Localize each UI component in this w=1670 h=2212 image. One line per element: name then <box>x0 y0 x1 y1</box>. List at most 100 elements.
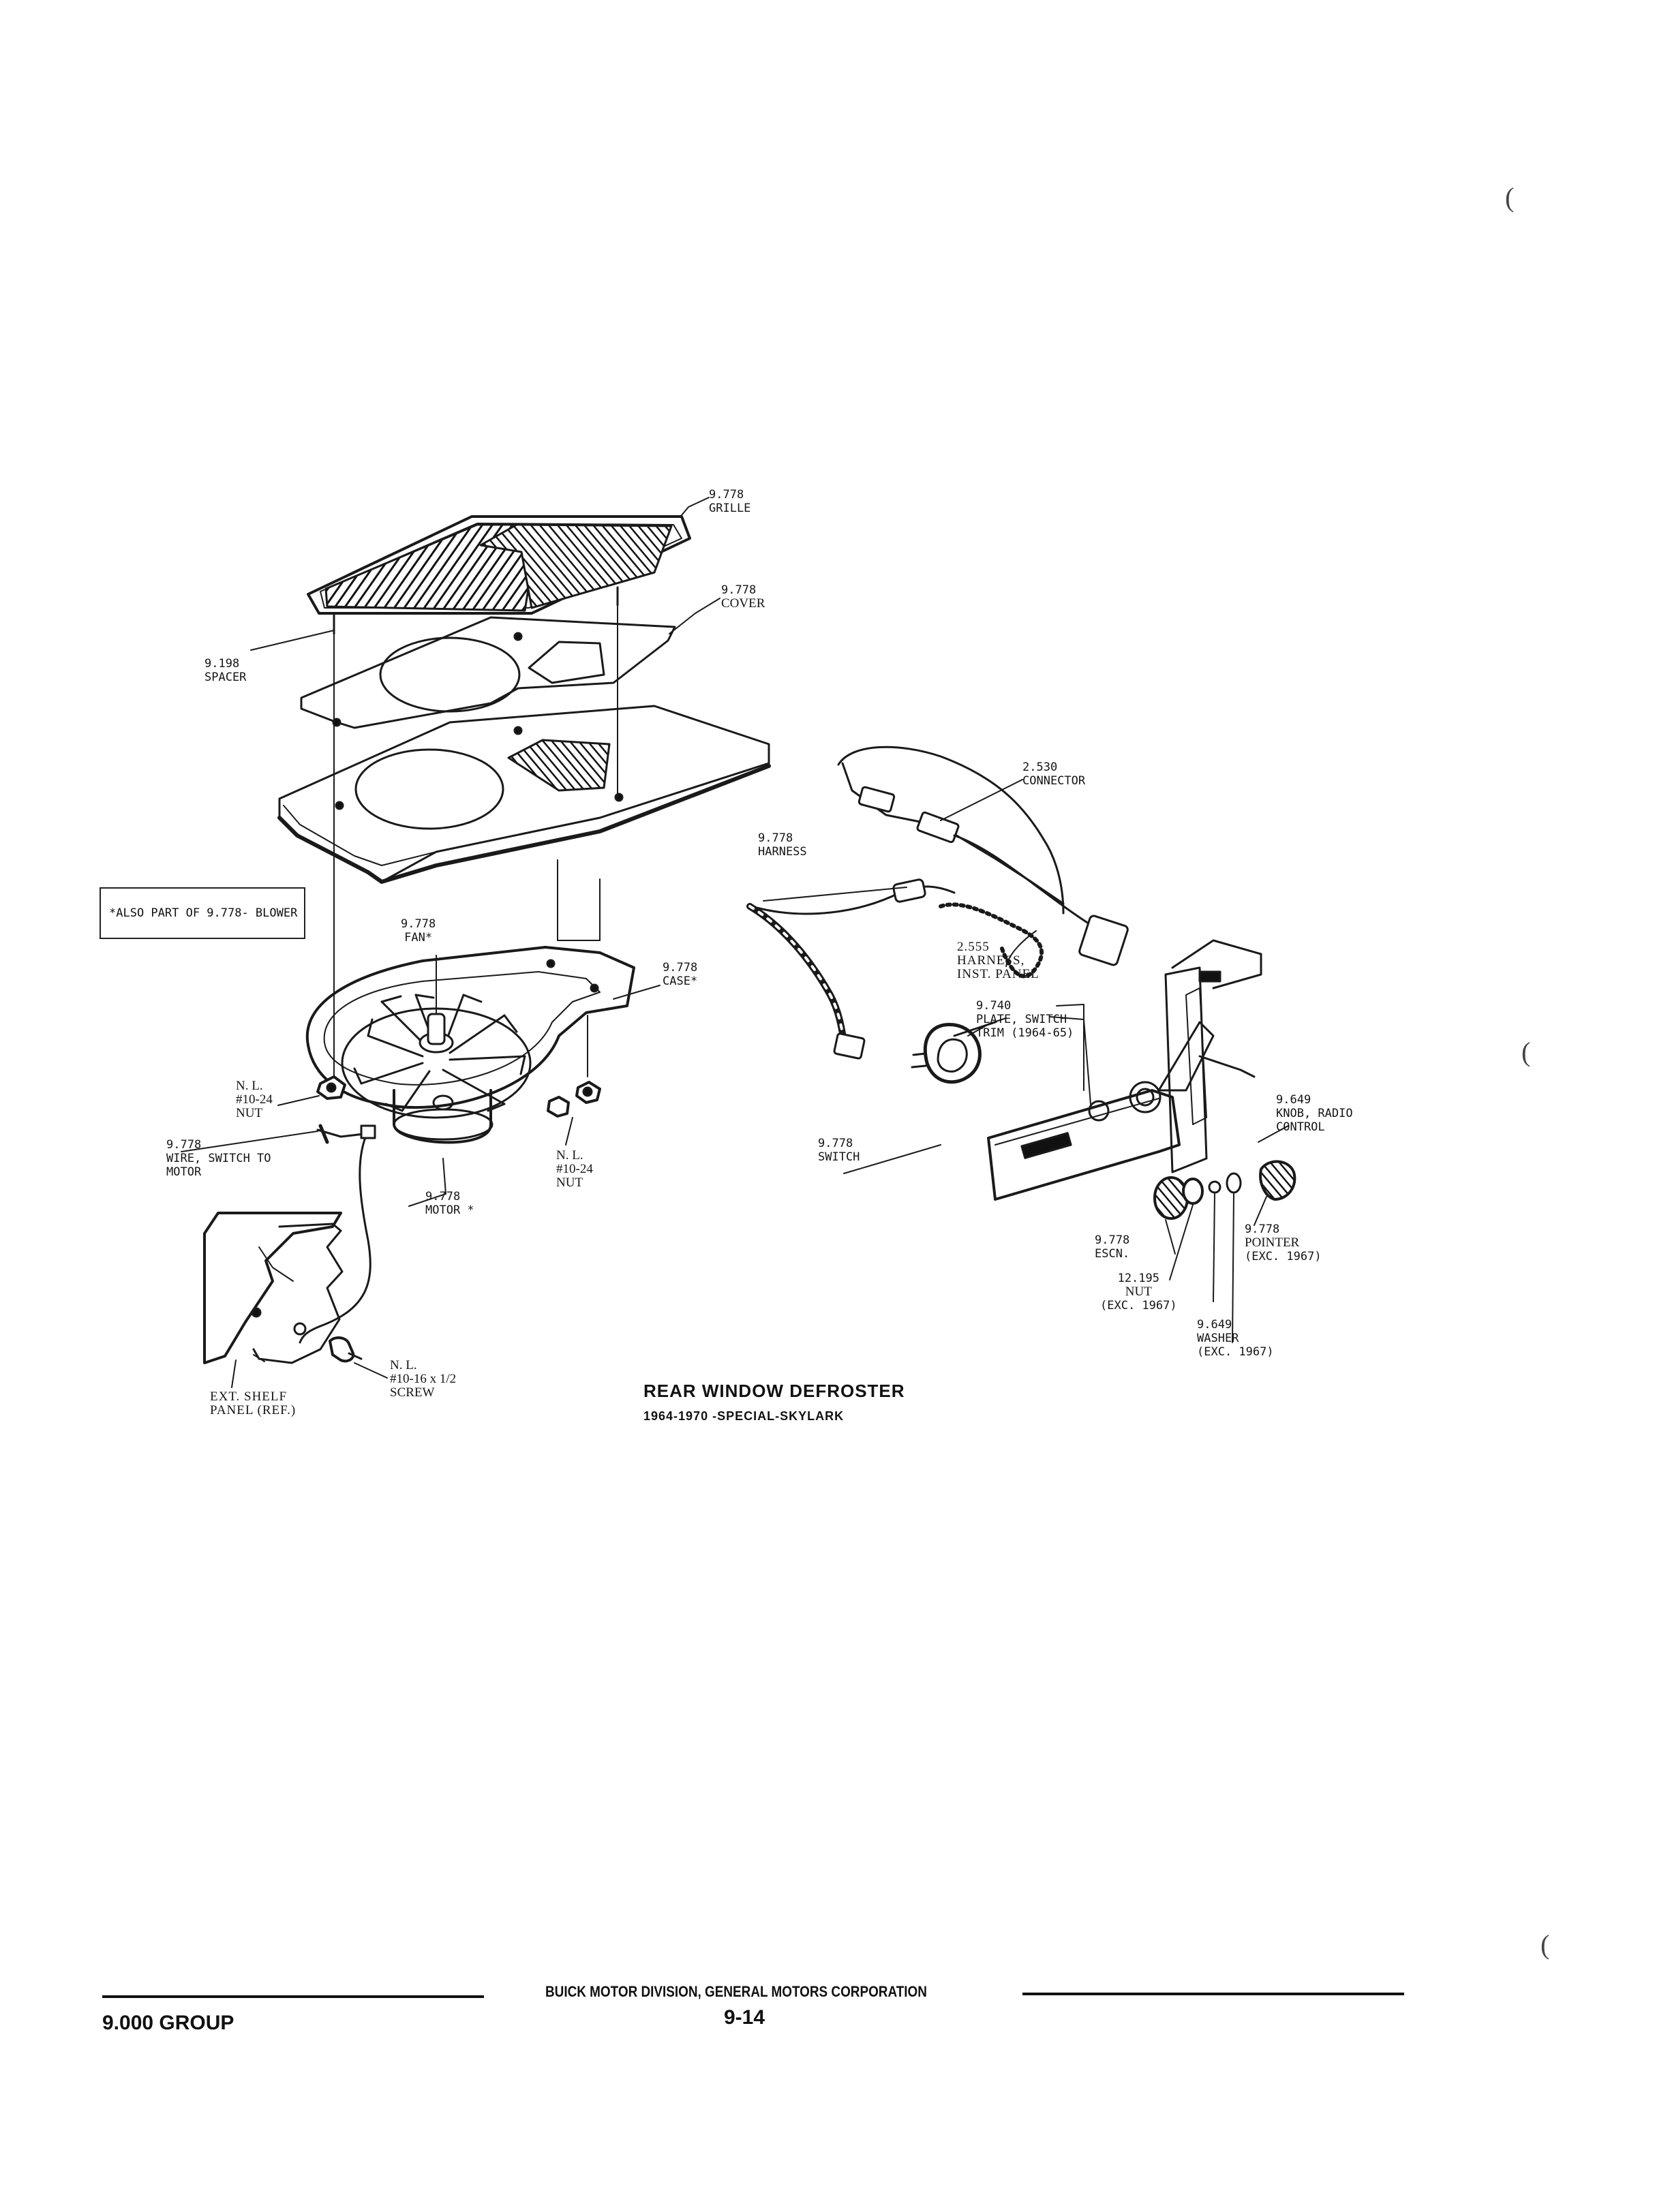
connector-label: 2.530 CONNECTOR <box>1022 761 1085 788</box>
spacer-label: 9.198 SPACER <box>204 657 246 684</box>
switch-part <box>911 1021 997 1084</box>
washer-label: 9.649 WASHER (EXC. 1967) <box>1197 1318 1274 1359</box>
connector-part-name: CONNECTOR <box>1022 774 1086 788</box>
washer-part-number: 9.649 <box>1197 1318 1232 1332</box>
nut-small-part-name: NUT <box>1125 1285 1152 1299</box>
harness-inst-panel-label: 2.555 HARNESS, INST. PANEL <box>957 940 1039 981</box>
plate-switch-trim-name-1: PLATE, SWITCH <box>976 1013 1067 1026</box>
knob-name-2: CONTROL <box>1276 1120 1325 1134</box>
switch-plate-part <box>987 939 1262 1201</box>
nut-small-exception: (EXC. 1967) <box>1100 1299 1177 1312</box>
ext-shelf-panel-name-2: PANEL (REF.) <box>210 1403 297 1417</box>
knob-radio-control-label: 9.649 KNOB, RADIO CONTROL <box>1276 1093 1353 1134</box>
case-label: 9.778 CASE* <box>663 961 697 988</box>
ext-shelf-panel-label: EXT. SHELF PANEL (REF.) <box>210 1390 296 1417</box>
plate-switch-trim-part-number: 9.740 <box>976 999 1012 1013</box>
motor-label: 9.778 MOTOR * <box>425 1190 474 1217</box>
blower-note-text: *ALSO PART OF 9.778- BLOWER <box>109 906 298 920</box>
plate-switch-trim-label: 9.740 PLATE, SWITCH TRIM (1964-65) <box>976 999 1074 1040</box>
pointer-part-number: 9.778 <box>1245 1223 1280 1236</box>
harness-inst-panel-name-2: INST. PANEL <box>957 967 1039 981</box>
nut-left-label: N. L. #10-24 NUT <box>236 1079 273 1120</box>
blower-note-box: *ALSO PART OF 9.778- BLOWER <box>100 887 305 939</box>
pointer-label: 9.778 POINTER (EXC. 1967) <box>1245 1223 1322 1263</box>
motor-part-name: MOTOR * <box>425 1203 474 1217</box>
wire-switch-to-motor-label: 9.778 WIRE, SWITCH TO MOTOR <box>166 1138 271 1179</box>
diagram-title: REAR WINDOW DEFROSTER <box>643 1381 905 1401</box>
escutcheon-label: 9.778 ESCN. <box>1095 1233 1129 1261</box>
harness-part <box>746 746 1129 1060</box>
grille-part-number: 9.778 <box>709 488 744 502</box>
shelf-panel-part <box>277 705 771 884</box>
fan-part-name: FAN* <box>404 931 433 944</box>
harness-inst-panel-part-number: 2.555 <box>957 940 990 954</box>
harness-part-number: 9.778 <box>758 831 793 845</box>
footer-group: 9.000 GROUP <box>102 2012 234 2034</box>
motor-wire-part <box>299 1124 376 1344</box>
pointer-part-name: POINTER <box>1245 1235 1300 1250</box>
nut-right-spec-2: #10-24 <box>556 1162 593 1176</box>
cover-part-name: COVER <box>721 596 765 611</box>
washer-part-name: WASHER <box>1197 1332 1239 1345</box>
screw-label: N. L. #10-16 x 1/2 SCREW <box>390 1359 456 1400</box>
fan-part <box>341 994 532 1119</box>
grille-part-name: GRILLE <box>709 502 751 515</box>
footer-rule-right <box>1022 1993 1404 1995</box>
blower-case-part <box>305 946 635 1109</box>
screw-spec-2: #10-16 x 1/2 <box>390 1372 457 1386</box>
nut-right-name: NUT <box>556 1176 583 1190</box>
harness-inst-panel-name-1: HARNESS, <box>957 953 1025 968</box>
case-part-name: CASE* <box>663 974 698 988</box>
cover-label: 9.778 COVER <box>721 583 765 611</box>
grille-label: 9.778 GRILLE <box>709 488 750 515</box>
nut-left-name: NUT <box>236 1106 263 1120</box>
screw-spec-1: N. L. <box>390 1358 417 1372</box>
pointer-exception: (EXC. 1967) <box>1245 1250 1322 1263</box>
harness-label: 9.778 HARNESS <box>758 831 807 859</box>
wire-part-number: 9.778 <box>166 1138 202 1152</box>
nut-small-part-number: 12.195 <box>1117 1272 1159 1285</box>
escutcheon-part-number: 9.778 <box>1095 1233 1130 1247</box>
screw-name: SCREW <box>390 1385 435 1400</box>
scan-mark-1: ( <box>1505 182 1515 213</box>
fan-part-number: 9.778 <box>401 917 436 931</box>
footer-page-number: 9-14 <box>724 2006 765 2029</box>
scan-mark-2: ( <box>1521 1036 1531 1067</box>
cover-part <box>300 616 676 735</box>
nut-small-label: 12.195 NUT (EXC. 1967) <box>1100 1272 1177 1312</box>
wire-name-2: MOTOR <box>166 1165 202 1179</box>
nut-right-spec-1: N. L. <box>556 1148 583 1163</box>
ext-shelf-panel-part <box>203 1212 344 1364</box>
case-part-number: 9.778 <box>663 961 698 974</box>
footer-rule-left <box>102 1995 484 1998</box>
plate-switch-trim-name-2: TRIM (1964-65) <box>976 1026 1074 1040</box>
fan-label: 9.778 FAN* <box>401 917 436 944</box>
diagram-subtitle: 1964-1970 -SPECIAL-SKYLARK <box>643 1409 845 1423</box>
scan-mark-3: ( <box>1540 1929 1550 1960</box>
washer-exception: (EXC. 1967) <box>1197 1345 1274 1359</box>
spacer-part-name: SPACER <box>204 671 247 684</box>
nut-left-spec-2: #10-24 <box>236 1092 273 1107</box>
wire-name-1: WIRE, SWITCH TO <box>166 1152 271 1165</box>
spacer-part-number: 9.198 <box>204 657 240 671</box>
switch-part-number: 9.778 <box>818 1137 853 1150</box>
assembly-guide-lines <box>333 606 618 1077</box>
motor-part-number: 9.778 <box>425 1190 461 1203</box>
leader-lines <box>181 497 1289 1388</box>
knob-part-number: 9.649 <box>1276 1093 1311 1107</box>
grille-part <box>307 515 691 635</box>
ext-shelf-panel-name-1: EXT. SHELF <box>210 1389 288 1404</box>
footer-division: BUICK MOTOR DIVISION, GENERAL MOTORS COR… <box>545 1983 927 2000</box>
nut-parts <box>316 1075 601 1118</box>
nut-left-spec-1: N. L. <box>236 1079 263 1093</box>
switch-label: 9.778 SWITCH <box>818 1137 860 1164</box>
motor-part <box>393 1089 494 1144</box>
switch-part-name: SWITCH <box>818 1150 860 1164</box>
harness-part-name: HARNESS <box>758 845 807 859</box>
nut-right-label: N. L. #10-24 NUT <box>556 1149 593 1190</box>
escutcheon-part-name: ESCN. <box>1095 1247 1130 1261</box>
knob-assembly-parts <box>1153 1160 1296 1220</box>
connector-part-number: 2.530 <box>1022 761 1058 774</box>
cover-part-number: 9.778 <box>721 583 757 597</box>
